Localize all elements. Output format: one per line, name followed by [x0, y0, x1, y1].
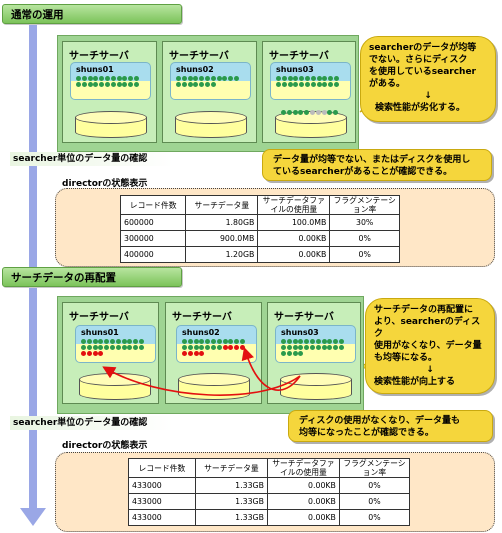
- table-cell: 0%: [338, 509, 411, 526]
- data-dots: [276, 76, 348, 88]
- table-cell: 0.00KB: [266, 493, 340, 510]
- searcher-box: shuns02: [170, 62, 251, 100]
- searcher-box: shuns03: [270, 62, 351, 100]
- server-title: サーチサーバ: [69, 312, 129, 323]
- disk-cylinder: [75, 111, 147, 138]
- column-header: レコード件数: [128, 458, 196, 478]
- disk-cylinder: [275, 110, 347, 138]
- server-panel: サーチサーバ shuns01 サーチサーバ shuns02 サーチサーバ shu…: [57, 35, 359, 152]
- callout-text: がある。: [369, 79, 406, 89]
- callout-text: でない。さらにディスク: [369, 55, 468, 65]
- table-cell: 433000: [128, 477, 196, 494]
- table-cell: 300000: [119, 230, 187, 247]
- search-server-3: サーチサーバ shuns03: [267, 302, 361, 404]
- down-arrow-icon: ↓: [424, 91, 432, 101]
- search-server-1: サーチサーバ shuns01: [62, 41, 157, 143]
- server-title: サーチサーバ: [274, 312, 334, 323]
- callout-text: 検索性能が向上する: [374, 377, 456, 387]
- searcher-name: shuns01: [81, 328, 119, 337]
- table-cell: 1.33GB: [194, 477, 268, 494]
- searcher-box: shuns01: [70, 62, 151, 100]
- director-label: directorの状態表示: [62, 179, 148, 189]
- section-header-relocation: サーチデータの再配置: [2, 267, 182, 287]
- table-row: 433000 1.33GB 0.00KB 0%: [128, 493, 411, 510]
- table-cell: 0%: [329, 246, 400, 263]
- callout-text: データ量が均等でない、またはディスクを使用し: [273, 155, 471, 165]
- down-arrow-icon: ↓: [426, 365, 434, 375]
- disk-cylinder: [175, 111, 247, 138]
- callout-text: を使用しているsearcher: [369, 67, 476, 77]
- server-title: サーチサーバ: [69, 51, 129, 62]
- section-title: 通常の運用: [11, 9, 64, 21]
- searcher-name: shuns03: [276, 65, 314, 74]
- relocation-arrow-to-shuns01: [102, 366, 301, 396]
- data-dots: [281, 339, 353, 357]
- disk-cylinder: [280, 373, 352, 400]
- section-header-normal-operation: 通常の運用: [2, 4, 182, 24]
- data-dots: [76, 76, 148, 88]
- callout-check: ディスクの使用がなくなり、データ量も 均等になったことが確認できる。: [288, 410, 493, 442]
- table-cell: 0.00KB: [266, 477, 340, 494]
- table-cell: 1.33GB: [194, 493, 268, 510]
- disk-data-dots: [281, 110, 339, 116]
- check-label: searcher単位のデータ量の確認: [10, 152, 173, 166]
- table-cell: 433000: [128, 509, 196, 526]
- table-cell: 0.00KB: [257, 246, 331, 263]
- table-header-row: レコード件数 サーチデータ量 サーチデータファイルの使用量 フラグメンテーション…: [119, 195, 400, 215]
- column-header: フラグメンテーション率: [338, 458, 411, 478]
- searcher-name: shuns03: [281, 328, 319, 337]
- callout-result: サーチデータの再配置に より、searcherのディスク 使用がなくなり、データ…: [365, 298, 495, 394]
- director-status-table: レコード件数 サーチデータ量 サーチデータファイルの使用量 フラグメンテーション…: [128, 458, 411, 526]
- callout-text: 使用がなくなり、データ量: [374, 341, 482, 351]
- director-label: directorの状態表示: [62, 441, 148, 451]
- table-row: 433000 1.33GB 0.00KB 0%: [128, 509, 411, 526]
- table-cell: 0.00KB: [266, 509, 340, 526]
- callout-text: 均等になったことが確認できる。: [299, 428, 434, 438]
- table-cell: 1.33GB: [194, 509, 268, 526]
- column-header: サーチデータファイルの使用量: [266, 458, 340, 478]
- table-cell: 433000: [128, 493, 196, 510]
- table-header-row: レコード件数 サーチデータ量 サーチデータファイルの使用量 フラグメンテーション…: [128, 458, 411, 478]
- search-server-2: サーチサーバ shuns02: [162, 41, 257, 143]
- searcher-box: shuns01: [75, 325, 156, 363]
- server-title: サーチサーバ: [269, 51, 329, 62]
- callout-text: 検索性能が劣化する。: [375, 103, 466, 113]
- searcher-name: shuns01: [76, 65, 114, 74]
- callout-problem: searcherのデータが均等 でない。さらにディスク を使用しているsearc…: [360, 36, 496, 122]
- server-title: サーチサーバ: [172, 312, 232, 323]
- flow-arrow-head: [20, 508, 46, 526]
- section-title: サーチデータの再配置: [11, 272, 116, 284]
- table-cell: 0%: [338, 477, 411, 494]
- table-cell: 400000: [119, 246, 187, 263]
- column-header: サーチデータ量: [194, 458, 268, 478]
- callout-text: ているsearcherがあることが確認できる。: [273, 167, 453, 177]
- search-server-3: サーチサーバ shuns03: [262, 41, 356, 143]
- searcher-name: shuns02: [176, 65, 214, 74]
- data-dots: [182, 339, 254, 357]
- callout-text: より、searcherのディスク: [374, 317, 481, 339]
- searcher-name: shuns02: [182, 328, 220, 337]
- callout-text: サーチデータの再配置に: [374, 305, 474, 315]
- searcher-box: shuns03: [275, 325, 356, 363]
- server-title: サーチサーバ: [169, 51, 229, 62]
- relocation-arrow-to-shuns02: [241, 346, 301, 391]
- callout-check: データ量が均等でない、またはディスクを使用し ているsearcherがあることが…: [262, 149, 492, 181]
- director-status-table: レコード件数 サーチデータ量 サーチデータファイルの使用量 フラグメンテーション…: [119, 195, 400, 263]
- table-cell: 1.20GB: [185, 246, 259, 263]
- search-server-1: サーチサーバ shuns01: [62, 302, 159, 404]
- callout-text: も均等になる。: [374, 353, 438, 363]
- server-panel: サーチサーバ shuns01 サーチサーバ shuns02 サーチサーバ shu…: [57, 296, 364, 414]
- data-dots: [81, 339, 153, 357]
- check-label: searcher単位のデータ量の確認: [10, 416, 173, 430]
- table-cell: 0%: [338, 493, 411, 510]
- data-dots: [176, 76, 248, 88]
- callout-text: searcherのデータが均等: [369, 43, 477, 53]
- callout-text: ディスクの使用がなくなり、データ量も: [299, 416, 461, 426]
- table-row: 400000 1.20GB 0.00KB 0%: [119, 246, 400, 263]
- table-row: 433000 1.33GB 0.00KB 0%: [128, 477, 411, 494]
